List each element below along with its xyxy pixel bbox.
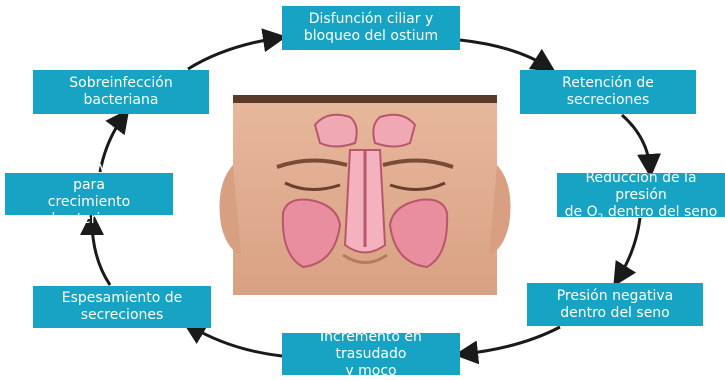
node-bacterial-superinfection: Sobreinfección bacteriana [33,70,209,114]
node-secretion-retention: Retención de secreciones [520,70,696,114]
node-negative-pressure: Presión negativa dentro del seno [527,283,703,326]
node-secretion-retention-line1: Retención de [562,75,654,92]
node-transudate-increase-line1: Incremento en trasudado [286,329,456,363]
node-secretion-thickening-line1: Espesamiento de [62,290,183,307]
frontal-sinus-right [373,115,415,147]
node-secretion-thickening: Espesamiento de secreciones [33,286,211,328]
node-bacterial-environment-line2: crecimiento bacteriano [9,194,169,228]
arrow-right3-to-bottom [463,327,560,354]
node-transudate-increase-line2: y moco [286,363,456,380]
arrow-left3-to-left2 [92,220,110,285]
arrow-top-to-right1 [460,40,548,67]
face-sinus-illustration [215,95,515,295]
frontal-sinus-left [315,115,357,147]
node-negative-pressure-line2: dentro del seno [557,305,674,322]
node-o2-pressure-reduction: Reducción de la presión de O2 dentro del… [557,173,725,217]
node-secretion-retention-line2: secreciones [562,92,654,109]
node-bacterial-environment-line1: Entorno favorable para [9,160,169,194]
node-bacterial-superinfection-line2: bacteriana [69,92,172,109]
node-ciliary-dysfunction: Disfunción ciliar y bloqueo del ostium [282,6,460,50]
node-o2-pressure-reduction-line1: Reducción de la presión [561,170,721,204]
arrow-right1-to-right2 [622,115,650,169]
arrow-left1-to-top [188,38,278,69]
arrow-right2-to-right3 [618,218,640,279]
node-ciliary-dysfunction-line2: bloqueo del ostium [304,28,438,45]
arrow-bottom-to-left3 [190,326,282,356]
node-negative-pressure-line1: Presión negativa [557,288,674,305]
node-ciliary-dysfunction-line1: Disfunción ciliar y [304,11,438,28]
node-bacterial-environment: Entorno favorable para crecimiento bacte… [5,173,173,215]
o2-prefix: de O [565,204,598,220]
node-o2-pressure-reduction-line2: de O2 dentro del seno [561,204,721,221]
node-bacterial-superinfection-line1: Sobreinfección [69,75,172,92]
node-secretion-thickening-line2: secreciones [62,307,183,324]
o2-suffix: dentro del seno [603,204,717,220]
node-transudate-increase: Incremento en trasudado y moco [282,333,460,375]
